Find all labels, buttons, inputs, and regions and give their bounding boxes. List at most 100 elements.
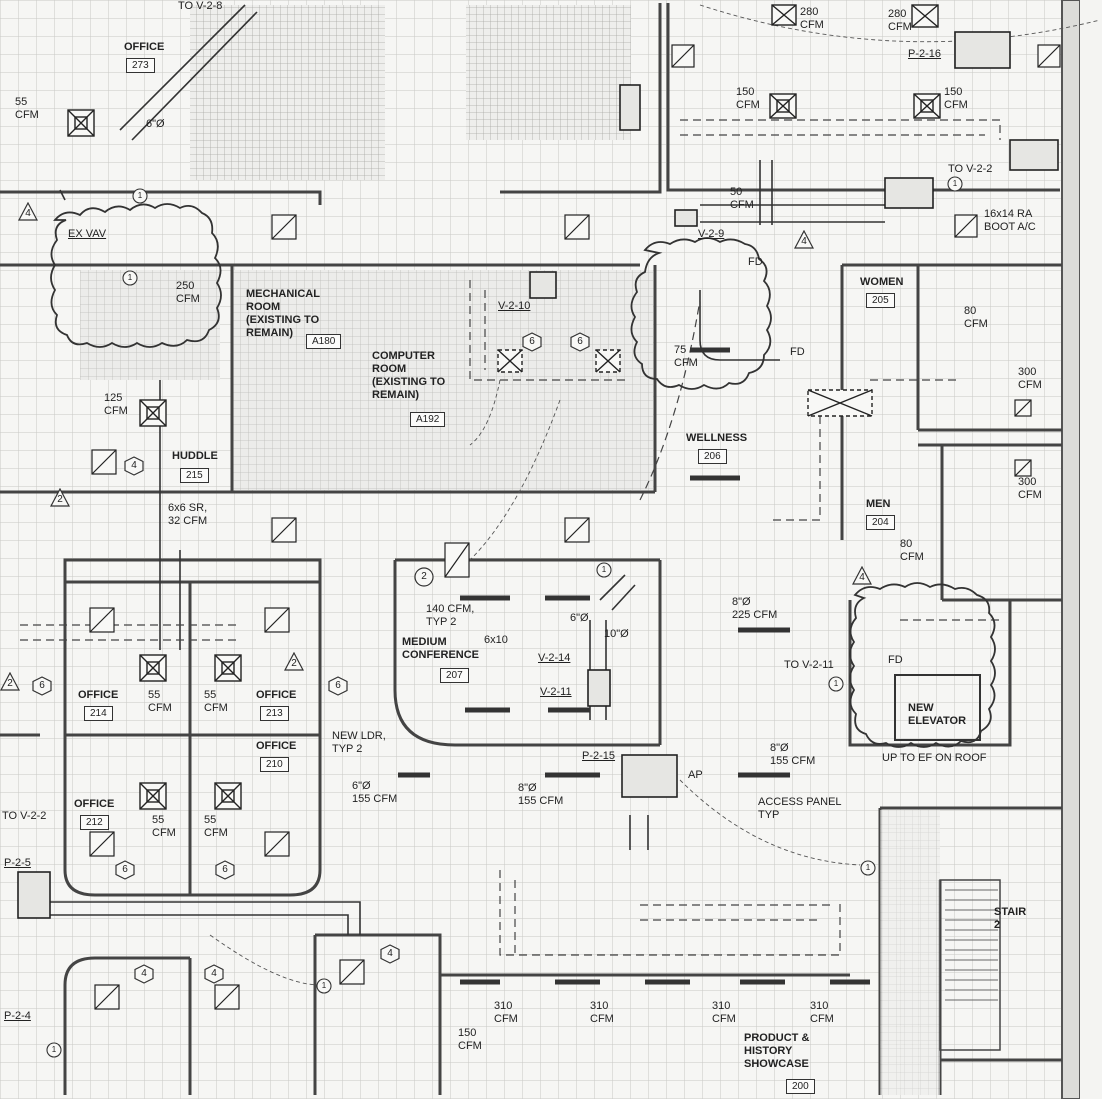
room-number-206: 206 bbox=[698, 449, 727, 464]
room-name-medium-conference: MEDIUM CONFERENCE bbox=[402, 636, 480, 661]
hex-keynote-marker: 4 bbox=[134, 964, 154, 984]
hex-keynote-marker: 4 bbox=[380, 944, 400, 964]
stair-treads bbox=[945, 889, 998, 1001]
hex-keynote-marker: 6 bbox=[522, 332, 542, 352]
airflow-label: 8"Ø 155 CFM bbox=[518, 782, 564, 807]
revision-triangle-marker: 4 bbox=[852, 566, 872, 586]
airflow-label: 140 CFM, TYP 2 bbox=[426, 603, 475, 628]
hex-keynote-marker: 6 bbox=[328, 676, 348, 696]
room-name-mechanical: MECHANICAL ROOM (EXISTING TO REMAIN) bbox=[246, 288, 320, 339]
equipment-tag-ex-vav: EX VAV bbox=[68, 228, 107, 240]
revision-triangle-marker: 2 bbox=[284, 652, 304, 672]
circle-marker: 1 bbox=[120, 268, 140, 288]
airflow-label: 6"Ø 155 CFM bbox=[352, 780, 398, 805]
circle-marker: 1 bbox=[314, 976, 334, 996]
airflow-label: 55 CFM bbox=[152, 814, 176, 839]
airflow-label: 310 CFM bbox=[590, 1000, 614, 1025]
duct-size: 6"Ø bbox=[570, 612, 589, 624]
hex-keynote-marker: 4 bbox=[204, 964, 224, 984]
airflow-label: 55 CFM bbox=[204, 814, 228, 839]
room-number-205: 205 bbox=[866, 293, 895, 308]
room-number-a180: A180 bbox=[306, 334, 342, 349]
airflow-label: 300 CFM bbox=[1018, 476, 1042, 501]
airflow-label: 125 CFM bbox=[104, 392, 128, 417]
equipment-tag-v29: V-2-9 bbox=[698, 228, 725, 240]
duct-size: 6"Ø bbox=[146, 118, 165, 130]
circle-marker: 1 bbox=[594, 560, 614, 580]
airflow-label: 80 CFM bbox=[900, 538, 924, 563]
existing-ceiling-area bbox=[190, 5, 385, 180]
duct-note: 16x14 RA BOOT A/C bbox=[984, 208, 1036, 233]
room-name-office-213: OFFICE bbox=[256, 689, 297, 701]
circle-marker: 1 bbox=[945, 174, 965, 194]
room-name-showcase: PRODUCT & HISTORY SHOWCASE bbox=[744, 1032, 810, 1070]
fire-damper-label: FD bbox=[790, 346, 805, 358]
equipment bbox=[17, 31, 1059, 919]
airflow-label: 8"Ø 225 CFM bbox=[732, 596, 778, 621]
return-grilles bbox=[89, 44, 1061, 1010]
airflow-label: 310 CFM bbox=[810, 1000, 834, 1025]
arc-lines bbox=[209, 4, 1101, 986]
room-name-men: MEN bbox=[866, 498, 891, 510]
duct-note: TO V-2-8 bbox=[178, 0, 223, 12]
existing-ceiling-area bbox=[466, 5, 631, 140]
airflow-label: 75 CFM bbox=[674, 344, 698, 369]
airflow-label: 55 CFM bbox=[148, 689, 172, 714]
room-number-207: 207 bbox=[440, 668, 469, 683]
room-name-computer: COMPUTER ROOM (EXISTING TO REMAIN) bbox=[372, 350, 446, 401]
hex-keynote-marker: 6 bbox=[215, 860, 235, 880]
equipment-tag-p25: P-2-5 bbox=[4, 857, 31, 869]
hex-keynote-marker: 6 bbox=[570, 332, 590, 352]
room-number-a192: A192 bbox=[410, 412, 446, 427]
room-name-office-214: OFFICE bbox=[78, 689, 119, 701]
linear-diffusers bbox=[398, 347, 870, 985]
duct-note: TO V-2-2 bbox=[2, 810, 47, 822]
stair-outline bbox=[939, 879, 1001, 1051]
hex-keynote-marker: 6 bbox=[115, 860, 135, 880]
equipment-tag-v211: V-2-11 bbox=[540, 686, 572, 698]
room-name-office-212: OFFICE bbox=[74, 798, 115, 810]
note-up-to-ef: UP TO EF ON ROOF bbox=[882, 752, 987, 764]
room-name-new-elevator: NEW ELEVATOR bbox=[908, 702, 967, 727]
room-name-huddle: HUDDLE bbox=[172, 450, 218, 462]
airflow-label: 280 CFM bbox=[888, 8, 912, 33]
room-number-210: 210 bbox=[260, 757, 289, 772]
airflow-label: 80 CFM bbox=[964, 305, 988, 330]
hex-keynote-marker: 4 bbox=[124, 456, 144, 476]
circle-marker: 1 bbox=[130, 186, 150, 206]
room-name-wellness: WELLNESS bbox=[686, 432, 748, 444]
circle-marker: 1 bbox=[44, 1040, 64, 1060]
circle-marker: 1 bbox=[826, 674, 846, 694]
fire-damper-label: FD bbox=[888, 654, 903, 666]
airflow-label: 310 CFM bbox=[712, 1000, 736, 1025]
room-number-214: 214 bbox=[84, 706, 113, 721]
airflow-label: 55 CFM bbox=[15, 96, 39, 121]
duct-size: 10"Ø bbox=[604, 628, 629, 640]
revision-triangle-marker: 2 bbox=[0, 672, 20, 692]
circle-keynote-marker: 2 bbox=[414, 567, 434, 587]
access-panel-tag: AP bbox=[688, 769, 703, 781]
circle-marker: 1 bbox=[858, 858, 878, 878]
duct-size: 6x10 bbox=[484, 634, 508, 646]
dashed-ducts bbox=[20, 119, 1001, 956]
room-number-200: 200 bbox=[786, 1079, 815, 1094]
note-access-panel: ACCESS PANEL TYP bbox=[758, 796, 842, 821]
revision-triangle-marker: 4 bbox=[18, 202, 38, 222]
corridor-area bbox=[880, 810, 940, 1095]
airflow-label: 6x6 SR, 32 CFM bbox=[168, 502, 208, 527]
airflow-label: 55 CFM bbox=[204, 689, 228, 714]
equipment-tag-v210: V-2-10 bbox=[498, 300, 531, 312]
equipment-tag-v214: V-2-14 bbox=[538, 652, 571, 664]
room-number-273: 273 bbox=[126, 58, 155, 73]
room-name-office-273: OFFICE bbox=[124, 41, 165, 53]
existing-room-area bbox=[80, 270, 220, 380]
revision-triangle-marker: 2 bbox=[50, 488, 70, 508]
page-margin bbox=[1080, 0, 1102, 1099]
duct-note: TO V-2-11 bbox=[784, 659, 834, 671]
airflow-label: 300 CFM bbox=[1018, 366, 1042, 391]
airflow-label: 150 CFM bbox=[736, 86, 760, 111]
duct-note: TO V-2-2 bbox=[948, 163, 993, 175]
note-new-ldr: NEW LDR, TYP 2 bbox=[332, 730, 386, 755]
room-number-204: 204 bbox=[866, 515, 895, 530]
